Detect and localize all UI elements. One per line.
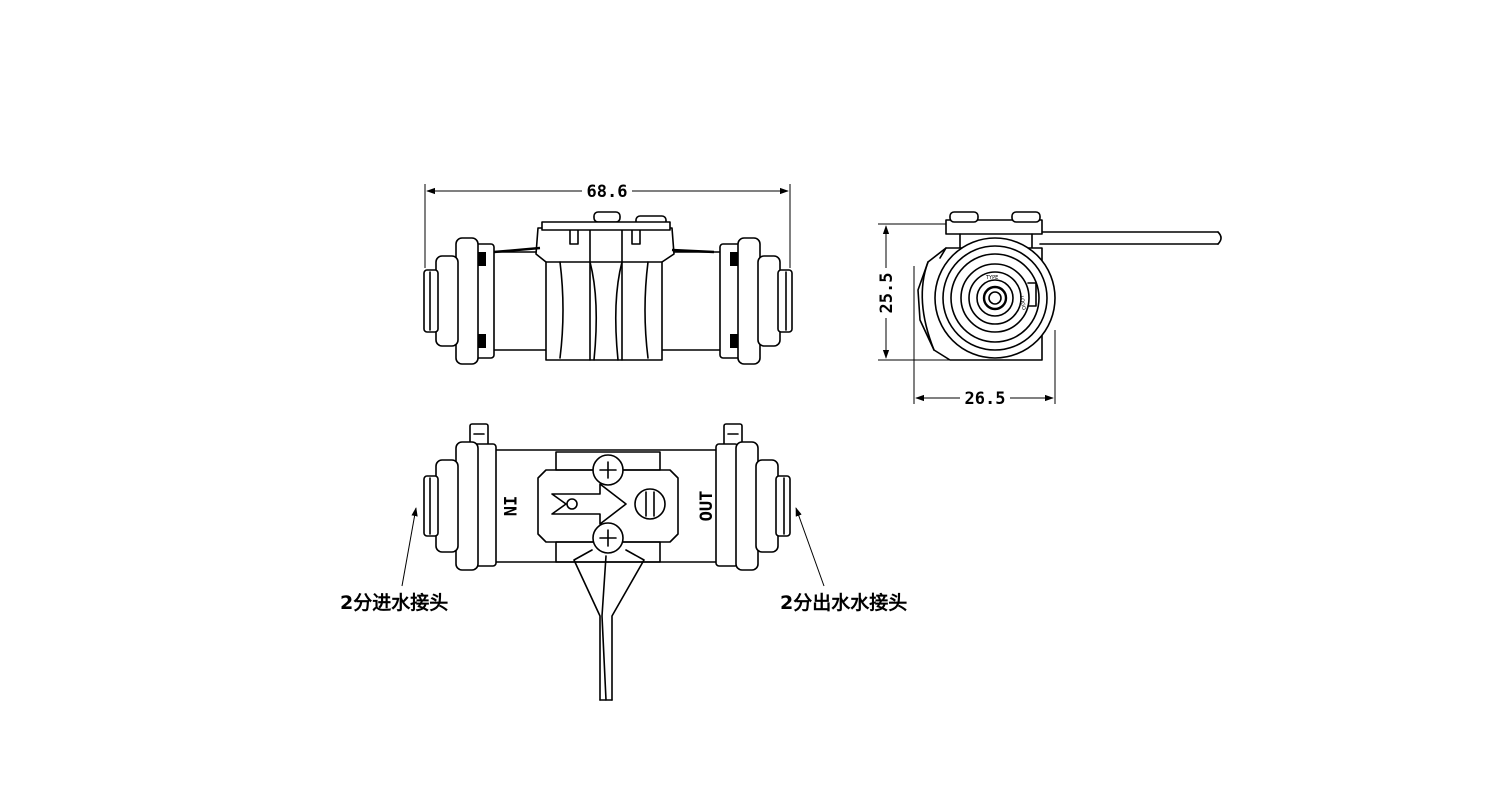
front-view: 68.6 — [423, 182, 793, 365]
screw-head-top-left — [593, 211, 621, 223]
in-marking: IN — [499, 496, 519, 516]
center-screw — [634, 488, 666, 520]
dimension-height: 25.5 — [877, 223, 960, 361]
side-housing-top — [945, 219, 1043, 235]
dimension-length-label: 68.6 — [587, 182, 628, 202]
bore-inner — [982, 285, 1008, 311]
svg-text:LOGO: LOGO — [1018, 295, 1026, 310]
outer-ring — [934, 237, 1056, 359]
top-right-fitting — [715, 441, 791, 571]
side-view: 25.5 26.5 TYPE LOGO — [877, 211, 1222, 409]
leader-outlet — [795, 507, 825, 587]
right-fitting — [719, 237, 793, 365]
leader-inlet — [401, 507, 418, 587]
flow-arrow — [551, 483, 627, 525]
inlet-label: 2分进水接头 — [340, 592, 448, 614]
dimension-length: 68.6 — [424, 182, 791, 268]
side-cable — [1039, 231, 1219, 245]
left-fitting — [423, 237, 495, 365]
out-marking: OUT — [697, 491, 717, 522]
top-left-fitting — [423, 441, 497, 571]
housing-lid — [541, 221, 671, 231]
lead-wires — [573, 549, 645, 701]
svg-text:TYPE: TYPE — [985, 275, 998, 281]
dimension-width: 26.5 — [913, 266, 1056, 409]
outlet-label: 2分出水水接头 — [780, 591, 907, 614]
top-view: IN OUT 2分进水接头 2分出水水接头 — [340, 423, 907, 701]
dimension-width-label: 26.5 — [965, 389, 1006, 409]
dimension-height-label: 25.5 — [877, 273, 897, 314]
sensor-housing — [535, 227, 675, 361]
